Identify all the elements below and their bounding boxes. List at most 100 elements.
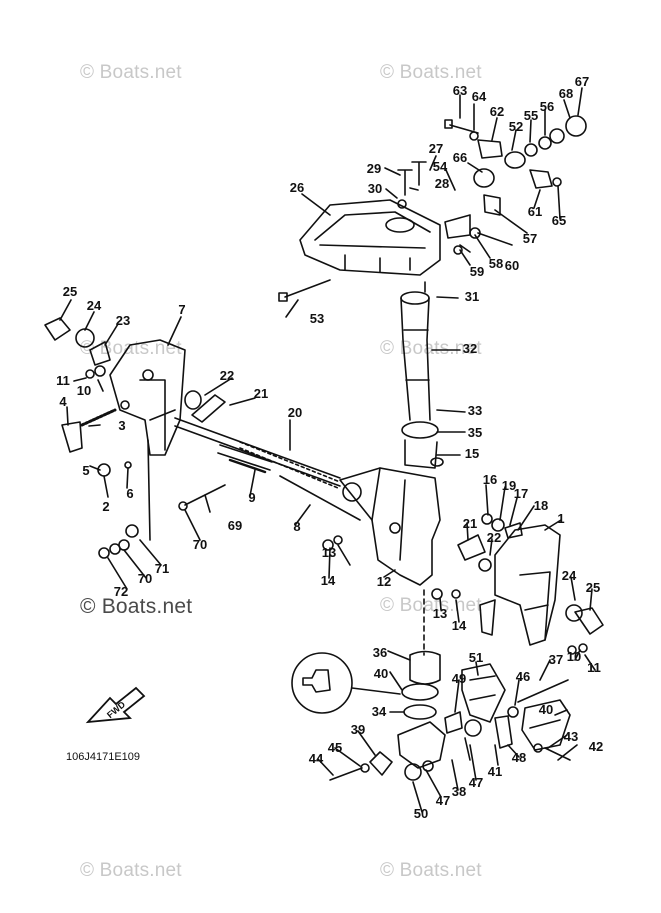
callout-number: 43 [564, 729, 578, 744]
callout-number: 32 [463, 341, 477, 356]
callout-number: 63 [453, 83, 467, 98]
callout-number: 51 [469, 650, 483, 665]
callout-number: 10 [77, 383, 91, 398]
callout-number: 56 [540, 99, 554, 114]
callout-number: 23 [116, 313, 130, 328]
callout-number: 62 [490, 104, 504, 119]
callout-number: 52 [509, 119, 523, 134]
callout-number: 45 [328, 740, 342, 755]
callout-number: 24 [87, 298, 102, 313]
callout-number: 15 [465, 446, 479, 461]
callout-number: 14 [452, 618, 467, 633]
callout-number: 21 [254, 386, 268, 401]
plate-40b-part [521, 699, 571, 751]
callout-number: 69 [228, 518, 242, 533]
callout-number: 53 [310, 311, 324, 326]
callout-number: 16 [483, 472, 497, 487]
brand-watermark: © Boats.net [80, 595, 193, 618]
callout-number: 26 [290, 180, 304, 195]
callout-number: 67 [575, 74, 589, 89]
callout-number: 70 [138, 571, 152, 586]
callout-number: 14 [321, 573, 336, 588]
callout-number: 20 [288, 405, 302, 420]
callout-number: 18 [534, 498, 548, 513]
callout-number: 68 [559, 86, 573, 101]
callout-number: 11 [56, 373, 70, 388]
callout-number: 40 [374, 666, 388, 681]
callout-number: 57 [523, 231, 537, 246]
steering-bracket-part [299, 199, 441, 276]
callout-number: 30 [368, 181, 382, 196]
stern-bracket-left-part [109, 339, 186, 456]
steering-shaft-part [400, 281, 431, 421]
callout-number: 4 [59, 394, 67, 409]
callout-number: 25 [63, 284, 77, 299]
watermark-bottom-right: © Boats.net [380, 860, 482, 881]
callout-number: 11 [587, 660, 601, 675]
bushing-33-part [401, 421, 439, 439]
swivel-bracket-part [339, 467, 441, 586]
fwd-arrow-icon: FWD [85, 686, 146, 724]
callout-number: 47 [469, 775, 483, 790]
callout-number: 28 [435, 176, 449, 191]
callout-number: 61 [528, 204, 542, 219]
tilt-rod-part [174, 417, 341, 479]
callout-number: 64 [472, 89, 487, 104]
watermark-top-right: © Boats.net [380, 62, 482, 83]
callout-number: 33 [468, 403, 482, 418]
bolt-27-part [411, 161, 427, 186]
fwd-label: FWD [105, 699, 128, 720]
callout-number: 22 [220, 368, 234, 383]
callout-number: 60 [505, 258, 519, 273]
callout-number: 65 [552, 213, 566, 228]
detail-circle [291, 652, 353, 714]
callout-number: 6 [126, 486, 133, 501]
plate-40-part [461, 663, 506, 723]
callout-number: 44 [309, 751, 324, 766]
callout-number: 71 [155, 561, 169, 576]
callout-number: 12 [377, 574, 391, 589]
callout-number: 36 [373, 645, 387, 660]
callout-number: 66 [453, 150, 467, 165]
callout-number: 24 [562, 568, 577, 583]
bolt-53-part [284, 279, 331, 298]
callout-number: 25 [586, 580, 600, 595]
callout-number: 5 [82, 463, 89, 478]
callout-number: 13 [322, 545, 336, 560]
callout-number: 34 [372, 704, 387, 719]
callout-number: 31 [465, 289, 479, 304]
bushing-35-part [404, 439, 438, 469]
watermark-mid-center: © Boats.net [380, 338, 482, 359]
callout-number: 55 [524, 108, 538, 123]
callout-number: 38 [452, 784, 466, 799]
bolt-29-part [397, 169, 413, 196]
callout-number: 72 [114, 584, 128, 599]
callout-number: 41 [488, 764, 502, 779]
callout-number: 59 [470, 264, 484, 279]
callout-number: 22 [487, 530, 501, 545]
callout-number: 29 [367, 161, 381, 176]
callout-number: 35 [468, 425, 482, 440]
callout-number: 70 [193, 537, 207, 552]
callout-number: 39 [351, 722, 365, 737]
callout-number: 10 [567, 649, 581, 664]
callout-number: 50 [414, 806, 428, 821]
bushing-36-part [409, 650, 441, 685]
callout-number: 42 [589, 739, 603, 754]
callout-number: 7 [178, 302, 185, 317]
callout-number: 2 [102, 499, 109, 514]
callout-number: 46 [516, 669, 530, 684]
callout-number: 17 [514, 486, 528, 501]
callout-number: 21 [463, 516, 477, 531]
callout-number: 40 [539, 702, 553, 717]
stern-bracket-right-part [479, 524, 561, 646]
clamp-38-part [397, 721, 446, 769]
callout-number: 58 [489, 256, 503, 271]
callout-number: 48 [512, 750, 526, 765]
callout-number: 1 [557, 511, 564, 526]
callout-number: 27 [429, 141, 443, 156]
callout-number: 49 [452, 671, 466, 686]
